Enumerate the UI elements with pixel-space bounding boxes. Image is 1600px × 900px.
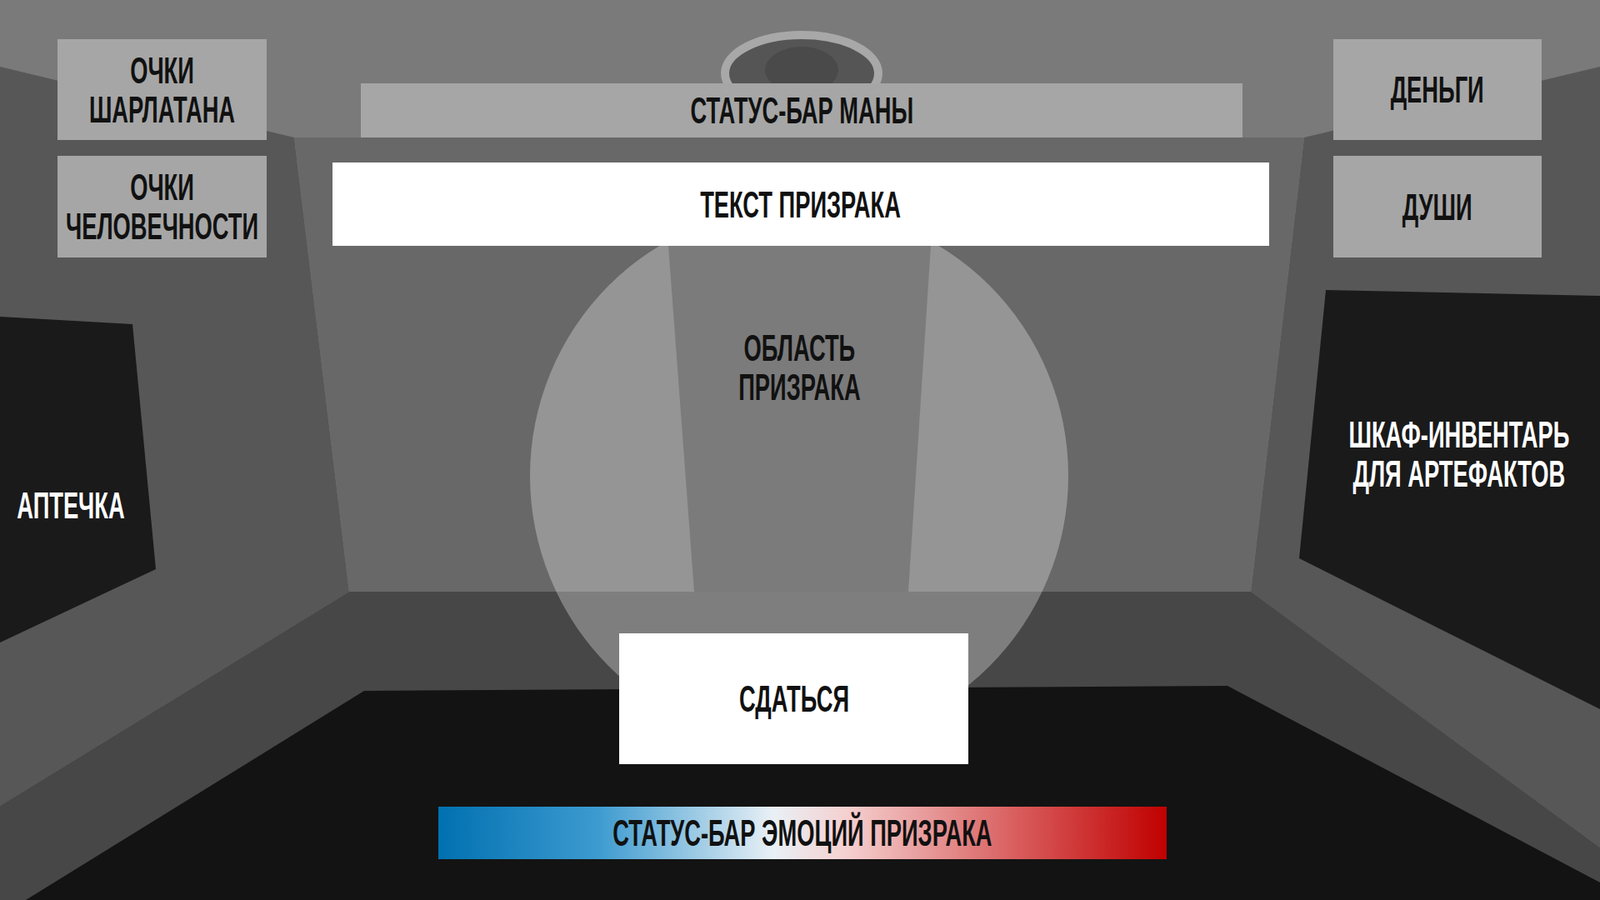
back-wall [294, 137, 1305, 592]
score-panel: ОЧКИ ЧЕЛОВЕЧНОСТИ [57, 155, 267, 258]
label-text: ОЧКИ ШАРЛАТАНА [64, 50, 260, 130]
floor [0, 591, 1600, 900]
label-text: АПТЕЧКА [8, 485, 134, 525]
ghost-text-box: ТЕКСТ ПРИЗРАКА [332, 162, 1270, 246]
label-text: ТЕКСТ ПРИЗРАКА [339, 185, 1263, 225]
give-up-button: СДАТЬСЯ [619, 633, 969, 765]
medkit-panel-outline [0, 316, 156, 643]
light-beam [668, 245, 931, 592]
label-text: ДЕНЬГИ [1340, 70, 1535, 110]
label-text: СТАТУС-БАР МАНЫ [367, 90, 1236, 130]
inventory-cabinet-outline [1299, 290, 1600, 710]
inventory-cabinet: ШКАФ-ИНВЕНТАРЬ ДЛЯ АРТЕФАКТОВ [1299, 290, 1600, 710]
medkit-panel-shape [0, 316, 156, 643]
label-text: СТАТУС-БАР ЭМОЦИЙ ПРИЗРАКА [445, 813, 1160, 853]
souls-panel: ДУШИ [1333, 155, 1542, 258]
score-panel: ОЧКИ ШАРЛАТАНА [57, 39, 267, 140]
label-text: ОБЛАСТЬ ПРИЗРАКА [707, 328, 891, 407]
label-text: ШКАФ-ИНВЕНТАРЬ ДЛЯ АРТЕФАКТОВ [1338, 415, 1580, 494]
inventory-cabinet-shape [1299, 290, 1600, 710]
emotion-bar: СТАТУС-БАР ЭМОЦИЙ ПРИЗРАКА [438, 806, 1167, 860]
label-text: СДАТЬСЯ [625, 679, 962, 719]
mana-bar: СТАТУС-БАР МАНЫ [360, 83, 1243, 138]
label-text: ОЧКИ ЧЕЛОВЕЧНОСТИ [64, 167, 260, 246]
medkit-panel: АПТЕЧКА [0, 316, 156, 643]
money-panel: ДЕНЬГИ [1333, 39, 1542, 140]
label-text: ДУШИ [1340, 187, 1535, 227]
